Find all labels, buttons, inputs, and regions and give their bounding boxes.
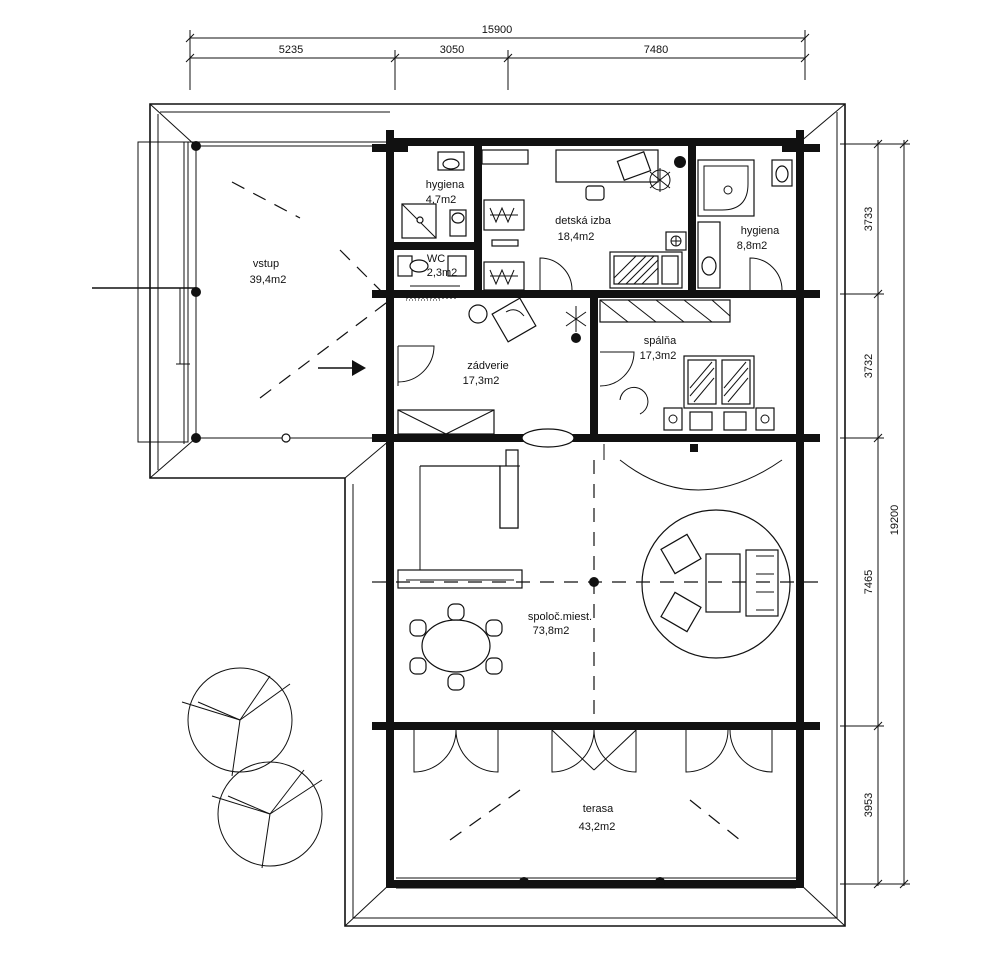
fixtures-zadverie [397,297,587,448]
label-zadverie-name: zádverie [467,360,509,372]
fixtures-detska-izba [539,149,687,291]
label-terasa-area: 43,2m2 [579,821,616,833]
label-spolocne-name: spoloč.miest. [528,611,592,623]
fixtures-wc [397,255,467,299]
fixtures-wardrobes [481,149,529,291]
dim-top-2: 3050 [440,44,464,56]
label-zadverie-area: 17,3m2 [463,375,500,387]
dim-total-right: 19200 [889,505,901,536]
fixtures-terasa-doors [413,729,773,773]
dim-top-3: 7480 [644,44,668,56]
dimension-top: 15900 5235 3050 7480 [185,24,810,90]
dim-right-4: 3953 [863,793,875,817]
label-detska-izba-area: 18,4m2 [558,231,595,243]
dimension-right: 3733 3732 7465 3953 19200 [840,139,910,889]
label-spalna-area: 17,3m2 [640,350,677,362]
label-spolocne-area: 73,8m2 [533,625,570,637]
roof-outline [149,103,846,927]
label-vstup-name: vstup [253,258,279,270]
label-hygiena-small-name: hygiena [426,179,465,191]
label-hygiena-large-area: 8,8m2 [737,240,768,252]
dim-total-top: 15900 [482,24,513,36]
dim-right-2: 3732 [863,354,875,378]
label-vstup-area: 39,4m2 [250,274,287,286]
fixtures-hygiena-small [401,151,467,239]
dim-right-1: 3733 [863,207,875,231]
fixtures-terasa [396,789,796,889]
fixtures-hygiena-large [697,159,793,291]
fixtures-spalna [599,299,775,452]
label-hygiena-large-name: hygiena [741,225,780,237]
trees [181,667,323,869]
label-wc-name: WC [427,253,445,265]
label-terasa-name: terasa [583,803,614,815]
walls [372,130,820,888]
room-labels: vstup 39,4m2 hygiena 4,7m2 WC 2,3m2 dets… [250,179,780,833]
label-detska-izba-name: detská izba [555,215,612,227]
dim-top-1: 5235 [279,44,303,56]
dim-right-3: 7465 [863,570,875,594]
label-spalna-name: spálňa [644,335,677,347]
label-hygiena-small-area: 4,7m2 [426,194,457,206]
fixtures-spolocne [372,444,820,720]
entrance-veranda [92,141,391,443]
label-wc-area: 2,3m2 [427,267,458,279]
